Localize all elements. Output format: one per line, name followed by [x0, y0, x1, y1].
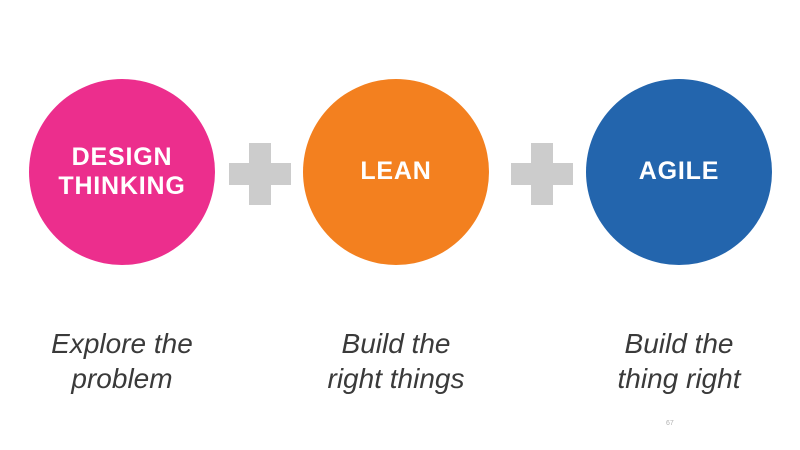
plus-icon-vertical-bar	[531, 143, 553, 205]
caption-design-thinking-line-1: Explore the	[51, 328, 193, 359]
caption-agile: Build the thing right	[559, 326, 799, 396]
circle-design-thinking-label-line-2: THINKING	[58, 172, 186, 200]
caption-agile-line-1: Build the	[624, 328, 734, 359]
plus-icon-vertical-bar	[249, 143, 271, 205]
caption-lean-line-1: Build the	[341, 328, 451, 359]
circle-design-thinking: DESIGN THINKING	[29, 79, 215, 265]
plus-icon	[229, 143, 291, 205]
circle-agile: AGILE	[586, 79, 772, 265]
circle-agile-label-line-1: AGILE	[638, 157, 720, 186]
circle-lean: LEAN	[303, 79, 489, 265]
page-number: 67	[666, 420, 674, 427]
plus-icon	[511, 143, 573, 205]
caption-agile-line-2: thing right	[617, 363, 741, 394]
circle-lean-label-line-1: LEAN	[360, 157, 432, 186]
caption-lean: Build the right things	[276, 326, 516, 396]
circle-design-thinking-label-line-1: DESIGN	[71, 142, 173, 171]
caption-design-thinking: Explore the problem	[2, 326, 242, 396]
caption-lean-line-2: right things	[327, 363, 465, 394]
caption-design-thinking-line-2: problem	[71, 363, 173, 394]
